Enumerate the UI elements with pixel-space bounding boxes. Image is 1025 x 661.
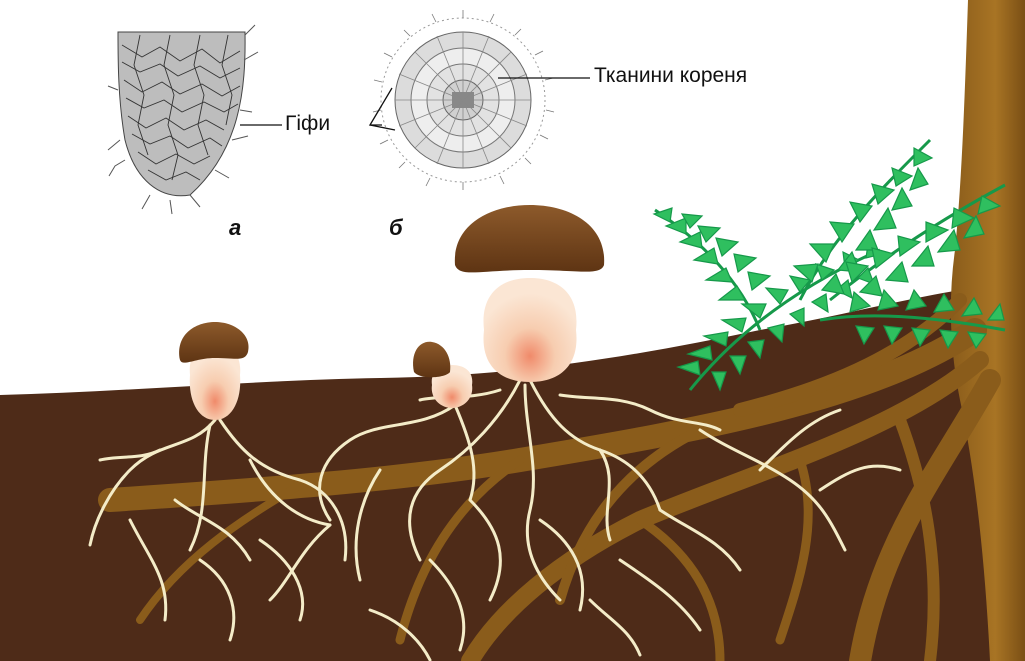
figure-a-label: а — [229, 215, 241, 241]
figure-b-label: б — [389, 215, 403, 241]
mushroom-large — [455, 205, 604, 382]
root-tissue-label: Тканини кореня — [594, 64, 747, 88]
drawing-b-root-cross-section — [373, 10, 554, 190]
drawing-a-fungal-sheath — [108, 25, 258, 214]
hyphae-label: Гіфи — [285, 112, 330, 136]
